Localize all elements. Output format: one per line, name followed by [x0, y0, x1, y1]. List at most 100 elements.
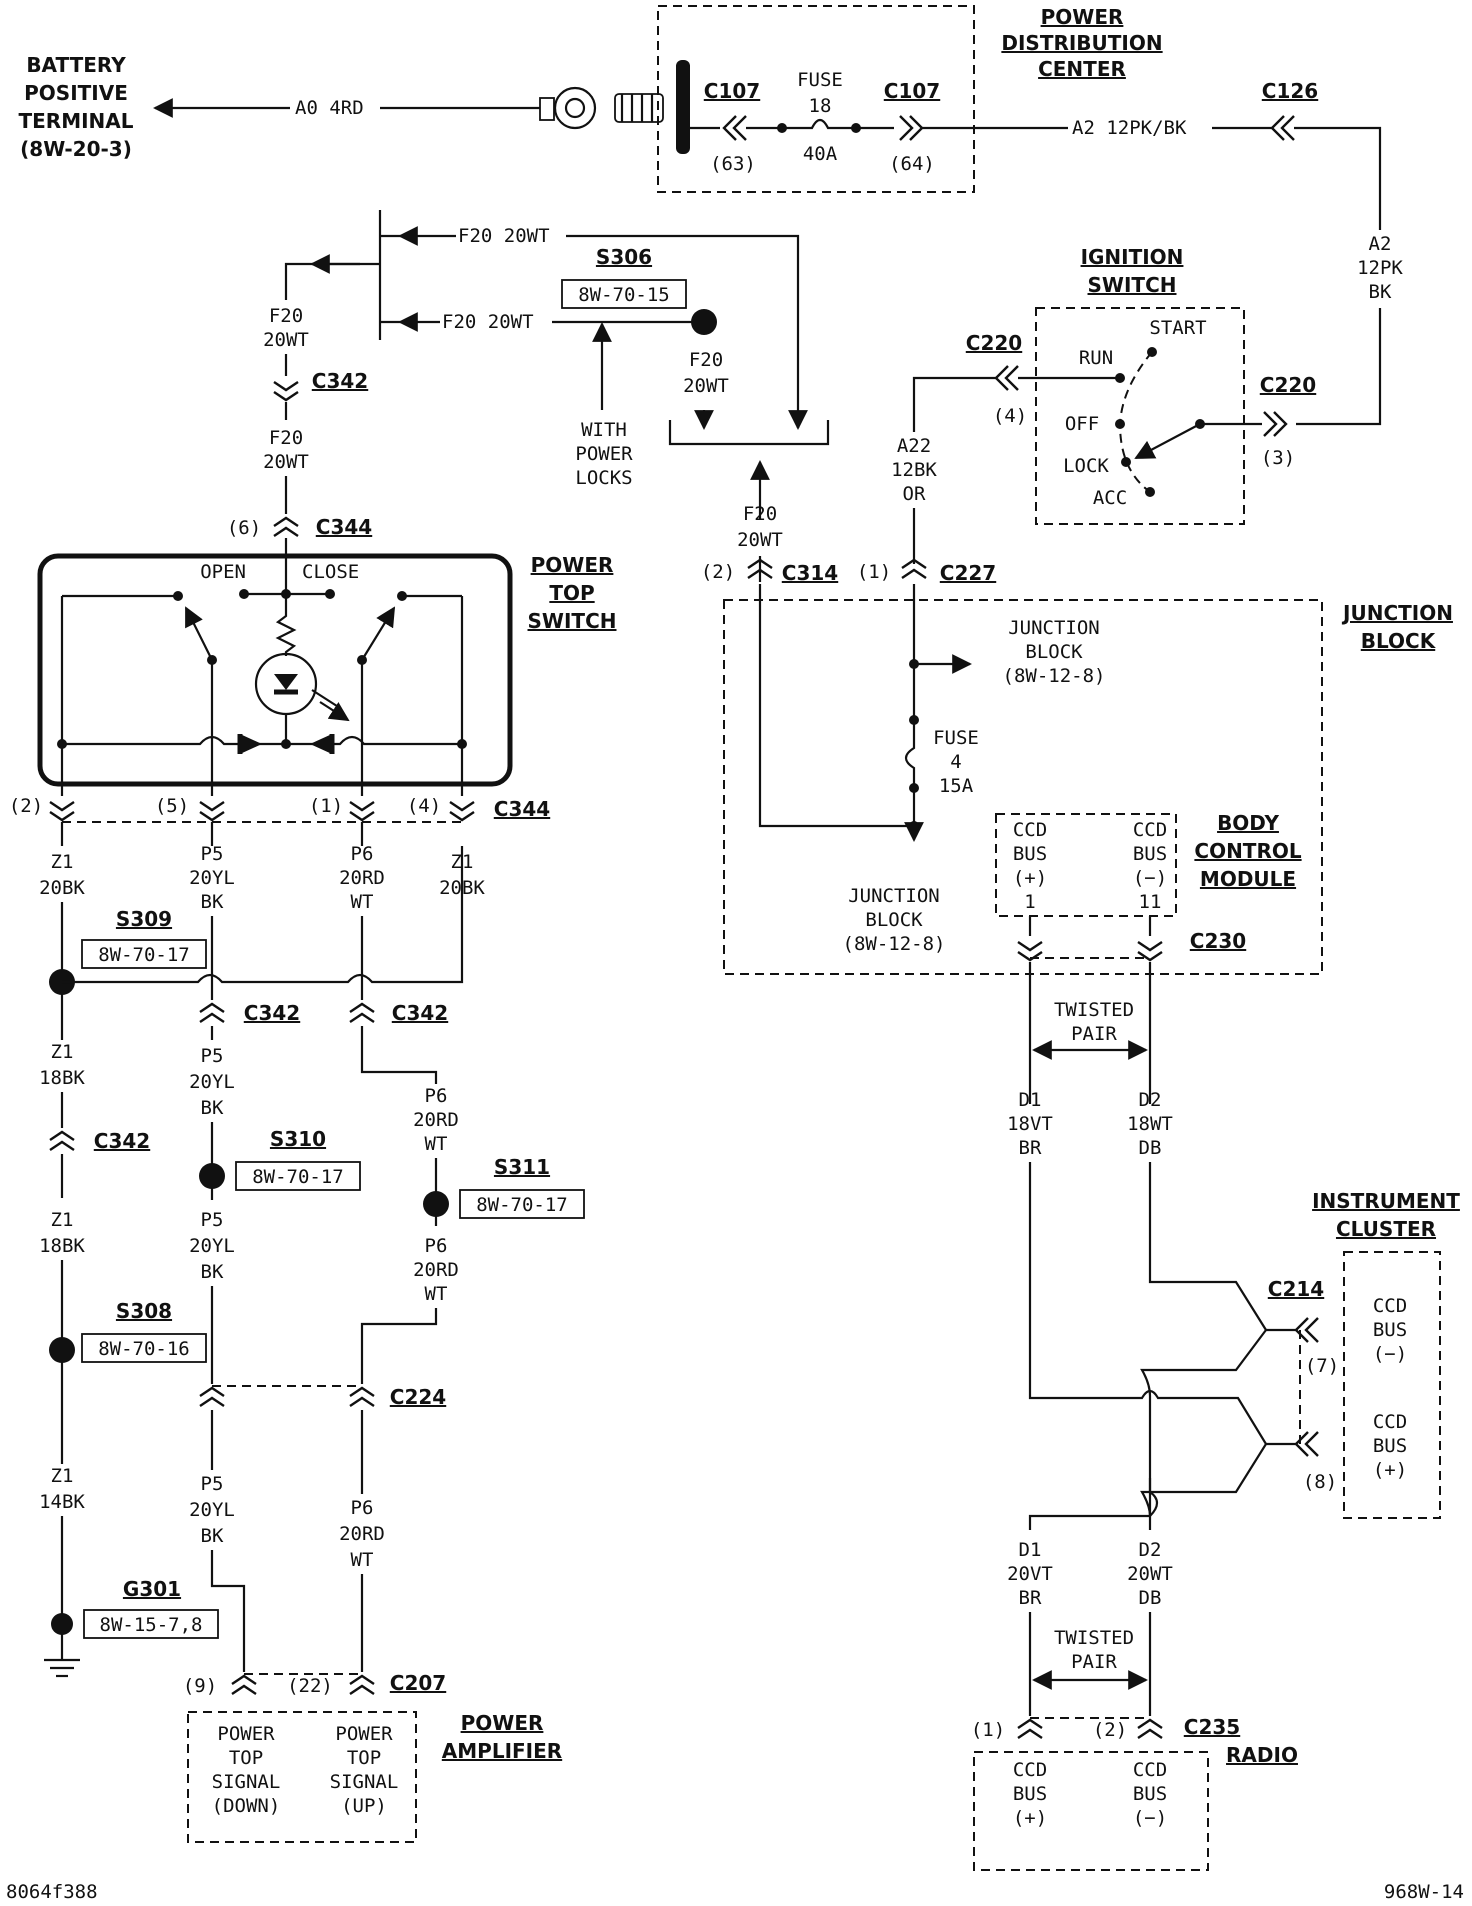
p6-20rd-label-3: 20RD: [413, 1259, 459, 1281]
bcm-ccd-plus-1: CCD: [1013, 819, 1047, 841]
f20-feed-label-1: F20: [743, 503, 777, 525]
pts-left-switch-top: [173, 591, 183, 601]
pin-63-label: (63): [710, 153, 756, 175]
c126-label: C126: [1262, 79, 1318, 103]
d1-br-label-1: BR: [1019, 1137, 1042, 1159]
pts-diode-right-icon: [310, 734, 332, 754]
pa-down-line1: POWER: [217, 1723, 275, 1745]
s310-ref-box: [235, 1161, 361, 1191]
z1-label-3: Z1: [51, 1209, 74, 1231]
c342-z1-label: C342: [94, 1129, 150, 1153]
pts-right-switch-arm: [361, 606, 396, 661]
d2-db-label-1: DB: [1139, 1137, 1162, 1159]
radio-ccd-plus-1: CCD: [1013, 1759, 1047, 1781]
bcm-title-3: MODULE: [1200, 867, 1296, 891]
c342-p6-connector-icon: [348, 1002, 376, 1024]
c235-label: C235: [1184, 1715, 1240, 1739]
p5-label-1: P5: [201, 843, 224, 865]
d2-20wt-label: 20WT: [1127, 1563, 1173, 1585]
with-power-locks-2: POWER: [575, 443, 633, 465]
p5-label-3: P5: [201, 1209, 224, 1231]
c107-left-label: C107: [704, 79, 760, 103]
pts-title-3: SWITCH: [528, 609, 617, 633]
p6-label-3: P6: [425, 1235, 448, 1257]
power-amplifier-box: [187, 1711, 417, 1843]
c344-pin5-connector-icon: [198, 800, 226, 822]
p6-wire-c: [360, 1026, 438, 1084]
radio-title: RADIO: [1226, 1743, 1298, 1767]
c314-label: C314: [782, 561, 838, 585]
ign-pin4-label: (4): [993, 405, 1027, 427]
c344-top-connector-icon: [272, 516, 300, 538]
c107-right-connector-icon: [899, 115, 924, 141]
wire-a22-label-2: 12BK: [891, 459, 937, 481]
p5-20yl-label-1: 20YL: [189, 867, 235, 889]
c235-pin1-connector-icon: [1016, 1718, 1044, 1740]
g301-ref-box: [83, 1609, 219, 1639]
d2-18wt-label: 18WT: [1127, 1113, 1173, 1135]
pin-64-label: (64): [889, 153, 935, 175]
c342-z1-connector-icon: [48, 1130, 76, 1152]
p6-wt-label-2: WT: [425, 1133, 448, 1155]
f20-bottom-label: F20 20WT: [442, 311, 534, 333]
c344-pin4-connector-icon: [448, 800, 476, 822]
pts-common-contact: [281, 589, 291, 599]
ic-ccd-plus-1: CCD: [1373, 1411, 1407, 1433]
s311-ref-box: [459, 1189, 585, 1219]
c344-pin1-label: (1): [309, 795, 343, 817]
fuse-18-label-3: 40A: [803, 143, 838, 165]
pdc-bus-bar: [676, 60, 690, 154]
wire-a22-label-3: OR: [903, 483, 926, 505]
radio-ccd-minus-2: BUS: [1133, 1783, 1167, 1805]
s311-splice-dot: [423, 1191, 449, 1217]
junction-block-title: JUNCTION BLOCK: [1341, 601, 1453, 653]
pts-title-1: POWER: [531, 553, 614, 577]
s306-ref: 8W-70-15: [578, 284, 670, 306]
z1-label-1: Z1: [51, 851, 74, 873]
p6-label-1: P6: [351, 843, 374, 865]
radio-ccd-minus-3: (−): [1133, 1807, 1167, 1829]
pdc-box: [657, 5, 975, 193]
ic-ccd-plus-2: BUS: [1373, 1435, 1407, 1457]
ign-lock-contact: [1121, 457, 1131, 467]
c214-label: C214: [1268, 1277, 1324, 1301]
z1-20bk-label-r: 20BK: [439, 877, 485, 899]
ground-icon: [44, 1658, 80, 1678]
pa-down-line4: (DOWN): [212, 1795, 281, 1817]
jb-top-ref-1: JUNCTION: [1008, 617, 1100, 639]
c214-pin7-connector-icon: [1294, 1317, 1319, 1343]
bcm-ccd-minus-2: BUS: [1133, 843, 1167, 865]
d1-label-2: D1: [1019, 1539, 1042, 1561]
p5-20yl-label-4: 20YL: [189, 1499, 235, 1521]
s309-bus: [62, 846, 464, 984]
fuse-4-icon: [904, 720, 916, 788]
wire-a2-v-top: [1294, 126, 1382, 230]
fuse-4-label-2: 4: [950, 751, 961, 773]
p5-bk-label-1: BK: [201, 891, 224, 913]
pa-down-line3: SIGNAL: [212, 1771, 281, 1793]
z1-label-4: Z1: [51, 1465, 74, 1487]
d1-br-label-2: BR: [1019, 1587, 1042, 1609]
bcm-ccd-plus-2: BUS: [1013, 843, 1047, 865]
ign-switch-arm: [1134, 423, 1201, 459]
bcm-pin11: 11: [1139, 891, 1162, 913]
power-top-switch-title: POWER TOP SWITCH: [528, 553, 617, 633]
wire-a2-v-bottom: [1296, 308, 1382, 426]
pts-left-switch-arm: [185, 606, 213, 661]
c344-pin5-label: (5): [155, 795, 189, 817]
c126-connector-icon: [1270, 115, 1295, 141]
ic-ccd-minus-1: CCD: [1373, 1295, 1407, 1317]
ign-arc: [1118, 351, 1153, 493]
g301-dot: [51, 1613, 73, 1635]
d2-label-1: D2: [1139, 1089, 1162, 1111]
bcm-title: BODY CONTROL MODULE: [1194, 811, 1301, 891]
pa-down-line2: TOP: [229, 1747, 263, 1769]
c207-pin22-connector-icon: [348, 1674, 376, 1696]
jb-bottom-ref-3: (8W-12-8): [843, 933, 946, 955]
s309-ref: 8W-70-17: [98, 944, 190, 966]
c344-pin6-label: (6): [227, 517, 261, 539]
wire-a2-h-label: A2 12PK/BK: [1072, 117, 1187, 139]
power-top-switch-box: [37, 553, 513, 787]
pts-led-light-icon: [311, 689, 348, 720]
c220-left-connector-icon: [994, 365, 1019, 391]
